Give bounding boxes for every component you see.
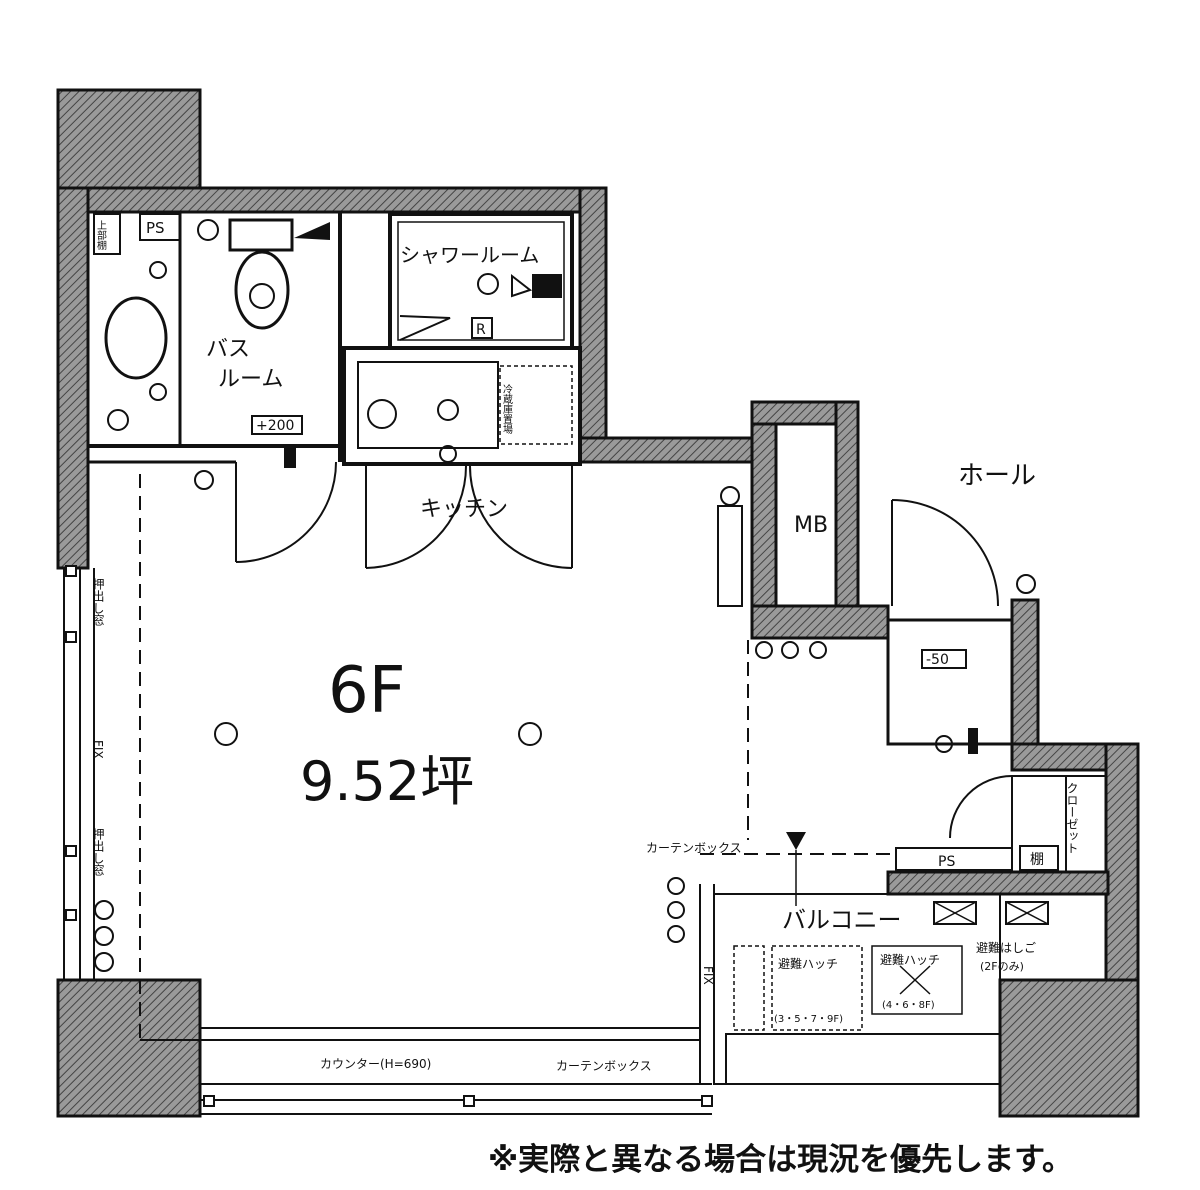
washbasin-icon: [104, 296, 168, 380]
toilet-tank-icon: [228, 218, 294, 252]
ladder-floors-label: (2Fのみ): [980, 960, 1024, 973]
bathroom: [86, 210, 342, 468]
kitchen-counter: [342, 346, 582, 466]
bath-label-line2: ルーム: [218, 367, 283, 392]
hatch-label-1: 避難ハッチ: [778, 956, 838, 971]
curtain-box-label-2: カーテンボックス: [556, 1059, 652, 1073]
hall-label: ホール: [958, 461, 1036, 491]
balcony-area: [94, 470, 1049, 1085]
ps-label-bath: PS: [146, 219, 165, 237]
floor-label: 6F: [328, 654, 406, 728]
hatch-floors-label-1: (3・5・7・9F): [774, 1014, 843, 1025]
bath-label-line1: バス: [206, 337, 250, 362]
wall-column-bottom-right: [998, 978, 1140, 1118]
kitchen-label: キッチン: [420, 497, 508, 522]
shower-label: シャワールーム: [400, 243, 539, 267]
upper-storage-label: 上部棚: [95, 220, 107, 251]
balcony-label: バルコニー: [782, 906, 902, 934]
wall-left-upper: [56, 186, 90, 570]
bottom-window: [200, 1083, 713, 1115]
toilet-icon: [234, 250, 290, 330]
closet-label: クローゼット: [1065, 782, 1079, 854]
left-window: [63, 565, 95, 980]
shower-r-label: R: [476, 322, 486, 338]
curtain-box-label-1: カーテンボックス: [646, 841, 742, 855]
doors: [235, 461, 1013, 839]
window-oshidashi-label-1: 押出し窓: [91, 578, 105, 626]
area-label: 9.52坪: [300, 750, 474, 813]
wall-right-wet: [578, 186, 608, 448]
wall-step-mb: [578, 436, 758, 464]
wall-balcony-divider: [886, 870, 1110, 896]
hatch-floors-label-2: (4・6・8F): [882, 1000, 935, 1011]
wall-column-bottom-left: [56, 978, 202, 1118]
closet-area: [895, 775, 1107, 873]
hatch-label-2: 避難ハッチ: [880, 952, 940, 967]
wall-top: [56, 186, 608, 214]
shelf-label: 棚: [1030, 852, 1044, 868]
ladder-label: 避難はしご: [976, 940, 1036, 955]
entry: [886, 574, 1036, 754]
disclaimer-note: ※実際と異なる場合は現況を優先します。: [488, 1142, 1074, 1178]
window-oshidashi-label-2: 押出し窓: [91, 828, 105, 876]
mb-label: MB: [794, 513, 828, 538]
balcony-fix-label: FIX: [701, 966, 715, 985]
minus50-label: -50: [926, 652, 949, 668]
plus200-label: +200: [256, 418, 294, 434]
wall-mb-right: [834, 400, 860, 640]
ps-label-entry: PS: [938, 854, 955, 870]
window-fix-label: FIX: [91, 740, 105, 759]
exterior-walls: [56, 88, 1140, 1118]
wall-mb-bottom: [750, 604, 890, 640]
counter-label: カウンター(H=690): [320, 1057, 431, 1071]
wall-mb-left: [750, 400, 778, 640]
wall-hall-right: [1010, 598, 1040, 772]
fridge-label: 冷蔵庫置場: [501, 383, 513, 435]
